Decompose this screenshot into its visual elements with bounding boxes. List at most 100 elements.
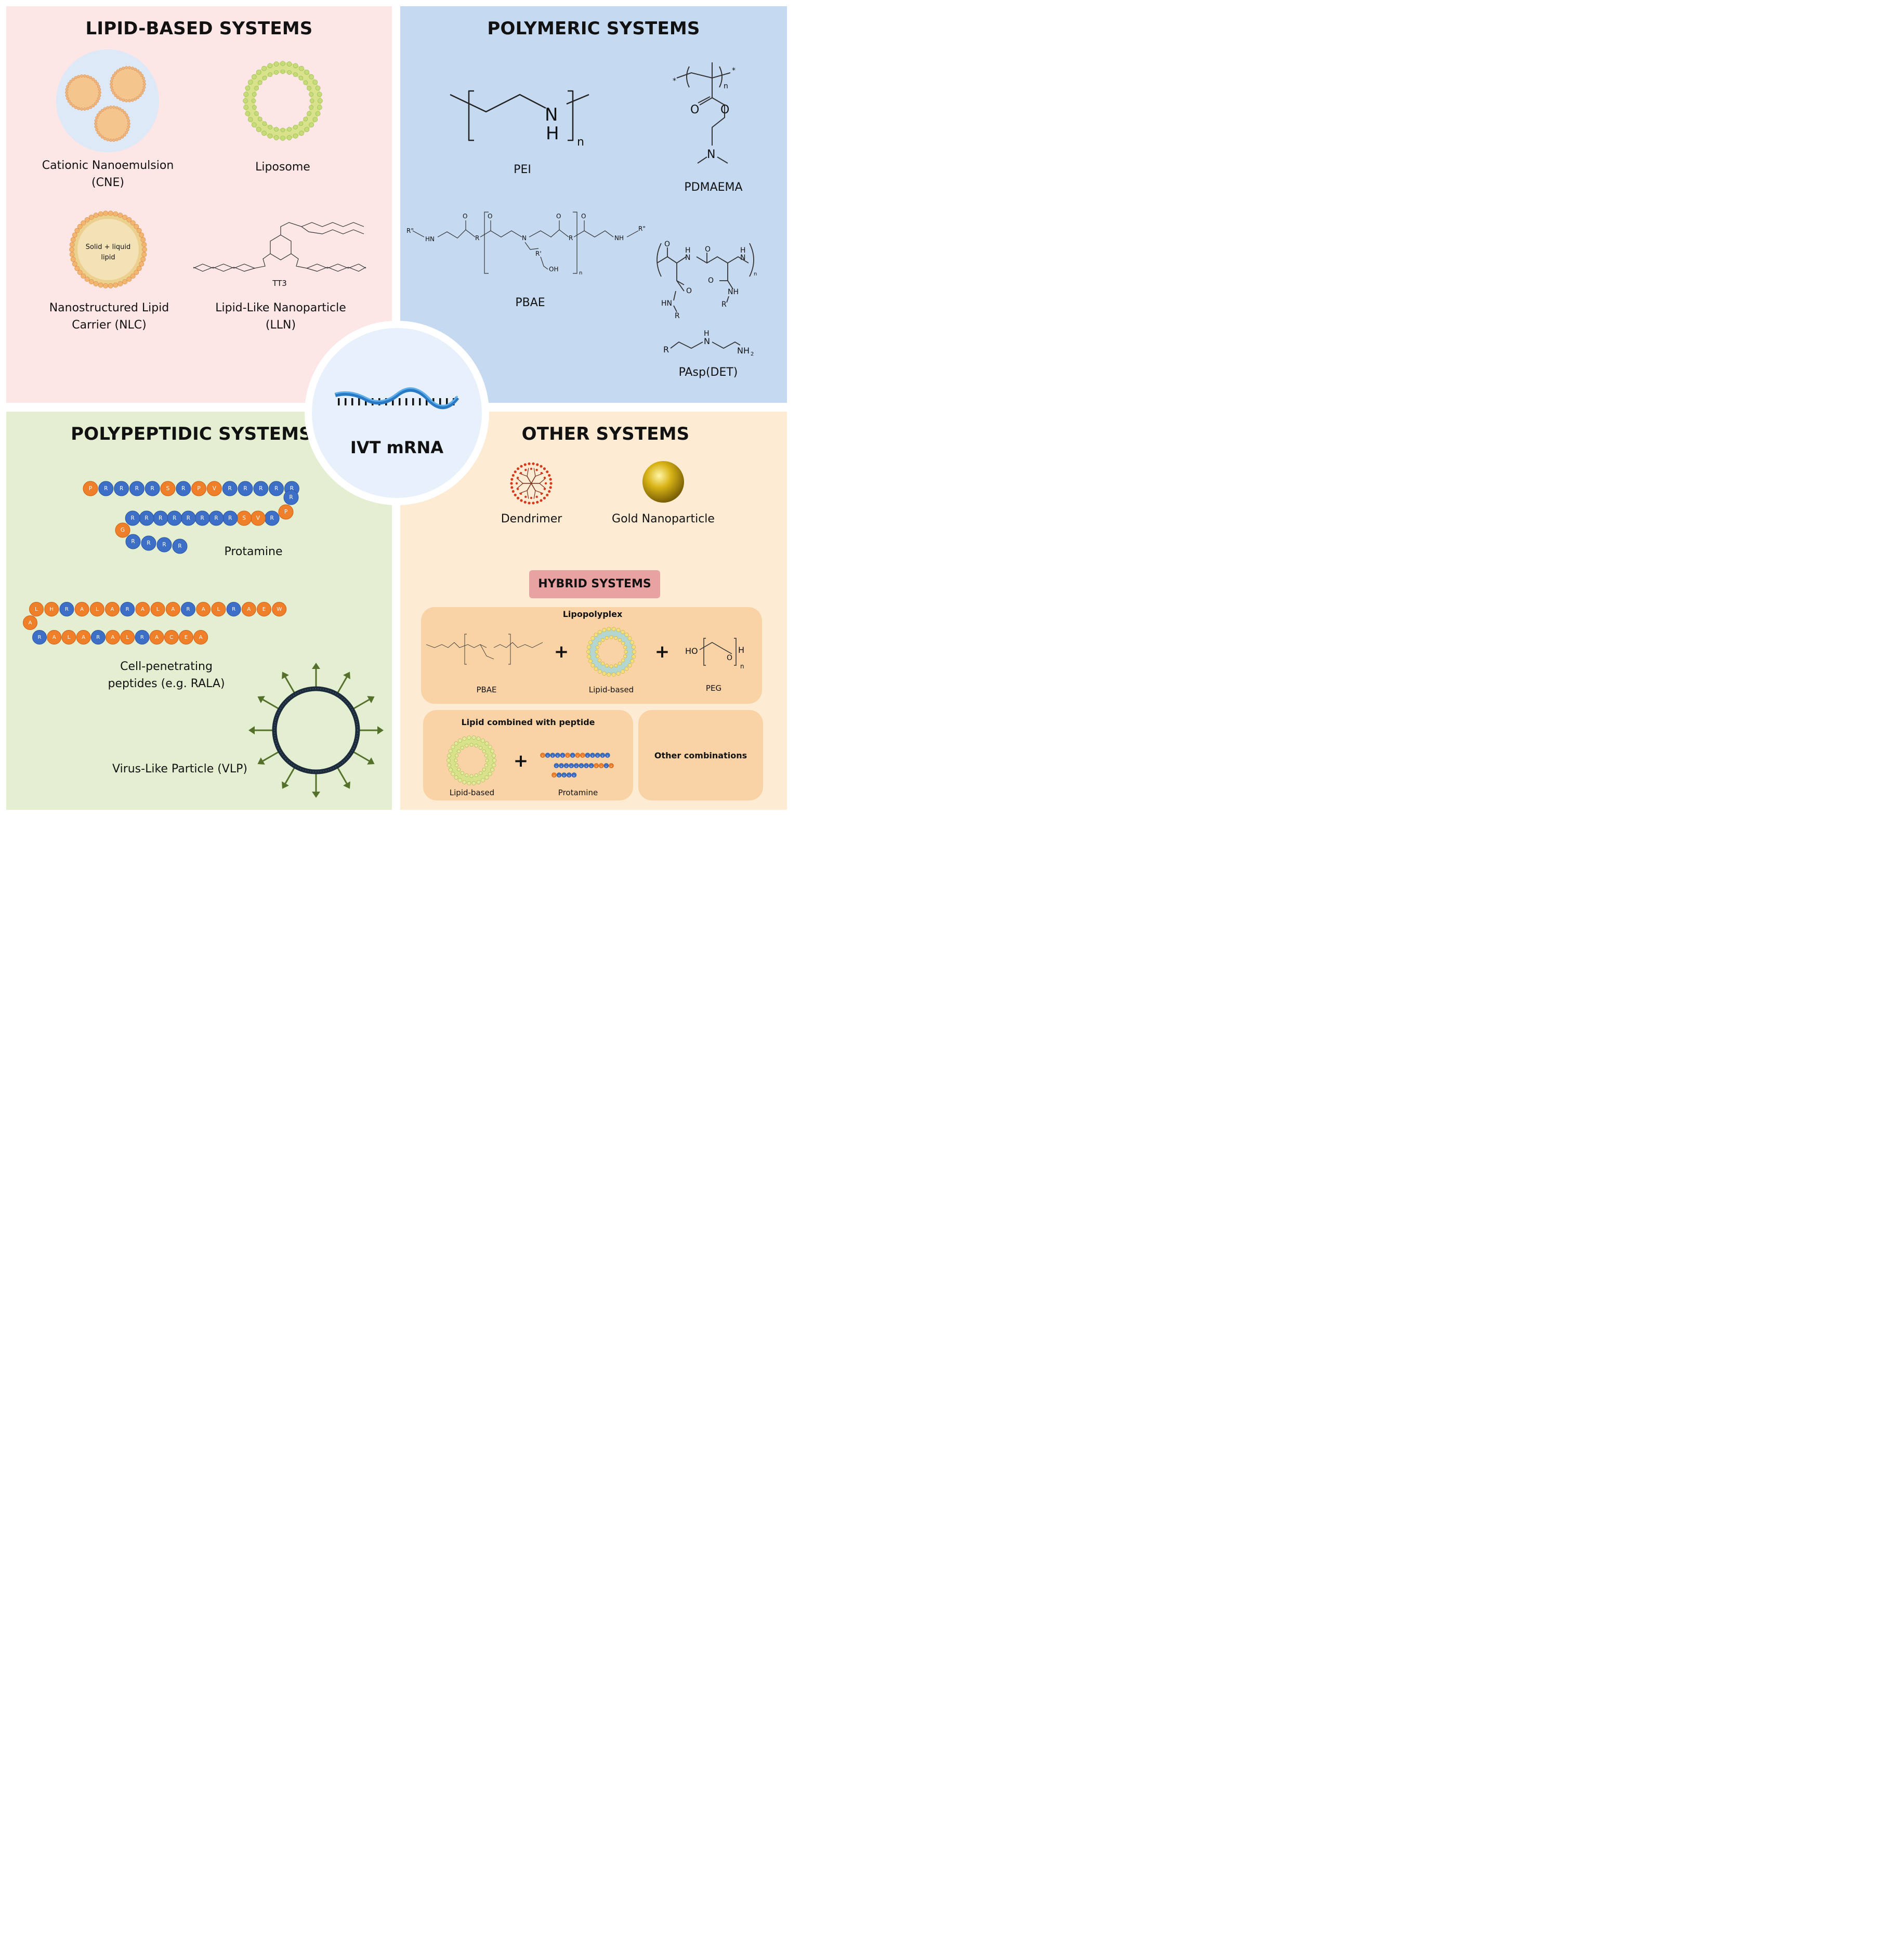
svg-text:S: S — [567, 755, 568, 757]
nlc-icon — [69, 211, 147, 288]
svg-text:N: N — [707, 148, 715, 161]
pei-label: PEI — [514, 163, 531, 176]
svg-text:R: R — [131, 538, 135, 545]
svg-text:R: R — [547, 755, 548, 757]
svg-text:R: R — [675, 312, 680, 320]
pbae-label: PBAE — [515, 296, 545, 309]
nlc-inner-line1: Solid + liquid — [85, 243, 131, 251]
svg-text:R: R — [557, 755, 559, 757]
svg-text:R: R — [581, 766, 582, 768]
svg-text:A: A — [202, 607, 205, 612]
hybrid-pbae-label: PBAE — [476, 685, 497, 694]
hybrid-liposome-icon — [586, 627, 636, 677]
svg-text:V: V — [213, 485, 217, 492]
svg-text:R: R — [569, 775, 570, 777]
svg-text:R: R — [566, 766, 567, 768]
svg-text:P: P — [89, 485, 92, 492]
svg-text:E: E — [185, 635, 188, 640]
svg-text:A: A — [171, 607, 175, 612]
svg-text:R: R — [590, 766, 592, 768]
svg-text:R: R — [290, 485, 294, 492]
svg-text:R: R — [151, 485, 154, 492]
svg-text:R: R — [187, 515, 190, 521]
plus-sign-3: + — [513, 751, 529, 771]
svg-text:2: 2 — [751, 351, 754, 357]
svg-text:R: R — [228, 515, 232, 521]
peg-structure: HO O H n — [685, 638, 744, 670]
svg-text:V: V — [601, 766, 602, 768]
svg-text:P: P — [611, 766, 612, 768]
svg-text:R: R — [162, 542, 166, 548]
svg-text:R: R — [587, 755, 588, 757]
svg-text:*: * — [673, 77, 676, 85]
polypeptidic-title: POLYPEPTIDIC SYSTEMS — [71, 424, 312, 444]
svg-text:L: L — [156, 607, 160, 612]
svg-text:O: O — [690, 103, 699, 116]
svg-text:n: n — [724, 82, 728, 90]
nlc-label-line2: Carrier (NLC) — [72, 319, 147, 332]
svg-text:N: N — [740, 254, 745, 262]
svg-text:R: R — [159, 515, 162, 521]
svg-text:R: R — [571, 766, 572, 768]
svg-text:L: L — [217, 607, 220, 612]
svg-text:H: H — [704, 330, 710, 338]
svg-text:H: H — [740, 246, 746, 255]
svg-text:L: L — [96, 607, 99, 612]
svg-text:O: O — [708, 277, 714, 285]
svg-text:H: H — [546, 123, 559, 144]
nlc-inner-line2: lipid — [101, 254, 115, 261]
cpp-label-line2: peptides (e.g. RALA) — [108, 677, 225, 690]
svg-text:R: R — [201, 515, 204, 521]
svg-text:N: N — [522, 234, 527, 242]
cpp-label-line1: Cell-penetrating — [120, 660, 213, 673]
svg-text:R: R — [104, 485, 108, 492]
svg-text:S: S — [166, 485, 170, 492]
svg-text:A: A — [80, 607, 84, 612]
svg-text:H: H — [685, 246, 691, 255]
svg-text:C: C — [169, 635, 173, 640]
polymeric-title: POLYMERIC SYSTEMS — [487, 18, 700, 39]
hybrid-pbae-structure — [426, 634, 543, 665]
svg-text:n: n — [754, 271, 757, 277]
pdmaema-label: PDMAEMA — [684, 181, 743, 194]
svg-text:NH: NH — [728, 288, 739, 296]
svg-text:HN: HN — [425, 235, 435, 243]
pdmaema-structure: * * n O O N — [673, 62, 736, 164]
svg-text:NH: NH — [614, 234, 624, 242]
svg-text:A: A — [52, 635, 56, 640]
other-systems-title: OTHER SYSTEMS — [521, 424, 690, 444]
svg-text:R: R — [131, 515, 135, 521]
svg-text:P: P — [542, 755, 543, 757]
svg-text:H: H — [49, 607, 54, 612]
svg-text:R: R — [243, 485, 247, 492]
svg-text:L: L — [68, 635, 71, 640]
dendrimer-label: Dendrimer — [501, 513, 562, 525]
small-liposome-icon — [447, 735, 496, 785]
gold-nanoparticle-icon — [642, 461, 684, 503]
svg-text:R: R — [569, 234, 573, 242]
svg-text:A: A — [199, 635, 203, 640]
svg-text:O: O — [686, 287, 692, 295]
svg-text:n: n — [577, 136, 584, 149]
svg-text:R: R — [135, 485, 139, 492]
svg-text:N: N — [685, 254, 690, 262]
lipid-peptide-protamine-label: Protamine — [558, 788, 598, 797]
svg-text:O: O — [463, 213, 467, 220]
svg-text:P: P — [577, 755, 578, 757]
svg-text:R: R — [607, 755, 609, 757]
svg-text:N: N — [545, 104, 558, 125]
svg-text:R": R" — [406, 227, 414, 234]
svg-text:R: R — [96, 635, 100, 640]
svg-text:V: V — [256, 515, 260, 521]
svg-text:R: R — [552, 755, 554, 757]
svg-text:O: O — [581, 213, 586, 220]
svg-text:G: G — [554, 775, 555, 777]
svg-text:R: R — [120, 485, 123, 492]
pasp-det-label: PAsp(DET) — [678, 366, 738, 379]
cationic-nanoemulsion-icon — [56, 49, 159, 152]
svg-text:R: R — [558, 775, 560, 777]
svg-text:H: H — [738, 645, 744, 655]
svg-text:R: R — [586, 766, 587, 768]
plus-sign-1: + — [554, 641, 569, 662]
